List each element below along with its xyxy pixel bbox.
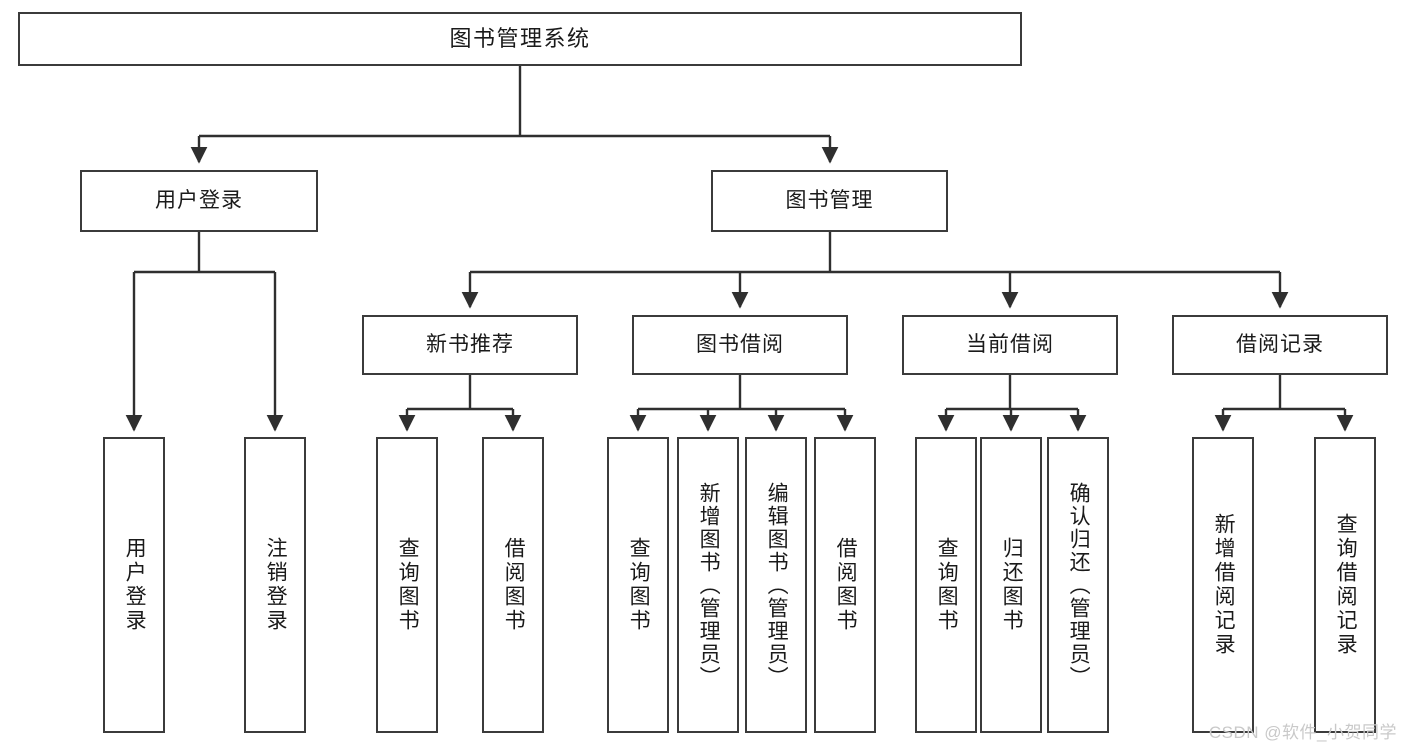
leaf-query-borrow-record[interactable]: 查询借阅记录 [1314,437,1376,733]
leaf-borrow-book-recommend[interactable]: 借阅图书 [482,437,544,733]
leaf-query-book-current[interactable]: 查询图书 [915,437,977,733]
watermark-text: CSDN @软件_小贺同学 [1208,723,1397,742]
node-borrow-record[interactable]: 借阅记录 [1172,315,1388,375]
leaf-confirm-return-admin[interactable]: 确认归还（管理员） [1047,437,1109,733]
node-book-manage[interactable]: 图书管理 [711,170,948,232]
leaf-add-borrow-record[interactable]: 新增借阅记录 [1192,437,1254,733]
leaf-edit-book-admin[interactable]: 编辑图书（管理员） [745,437,807,733]
node-current-borrow[interactable]: 当前借阅 [902,315,1118,375]
leaf-query-book-recommend[interactable]: 查询图书 [376,437,438,733]
leaf-return-book[interactable]: 归还图书 [980,437,1042,733]
node-book-borrow[interactable]: 图书借阅 [632,315,848,375]
leaf-user-login[interactable]: 用户登录 [103,437,165,733]
node-root-book-management-system[interactable]: 图书管理系统 [18,12,1022,66]
node-new-book-recommend[interactable]: 新书推荐 [362,315,578,375]
node-user-login[interactable]: 用户登录 [80,170,318,232]
leaf-user-logout[interactable]: 注销登录 [244,437,306,733]
leaf-query-book-borrow[interactable]: 查询图书 [607,437,669,733]
leaf-add-book-admin[interactable]: 新增图书（管理员） [677,437,739,733]
leaf-borrow-book[interactable]: 借阅图书 [814,437,876,733]
